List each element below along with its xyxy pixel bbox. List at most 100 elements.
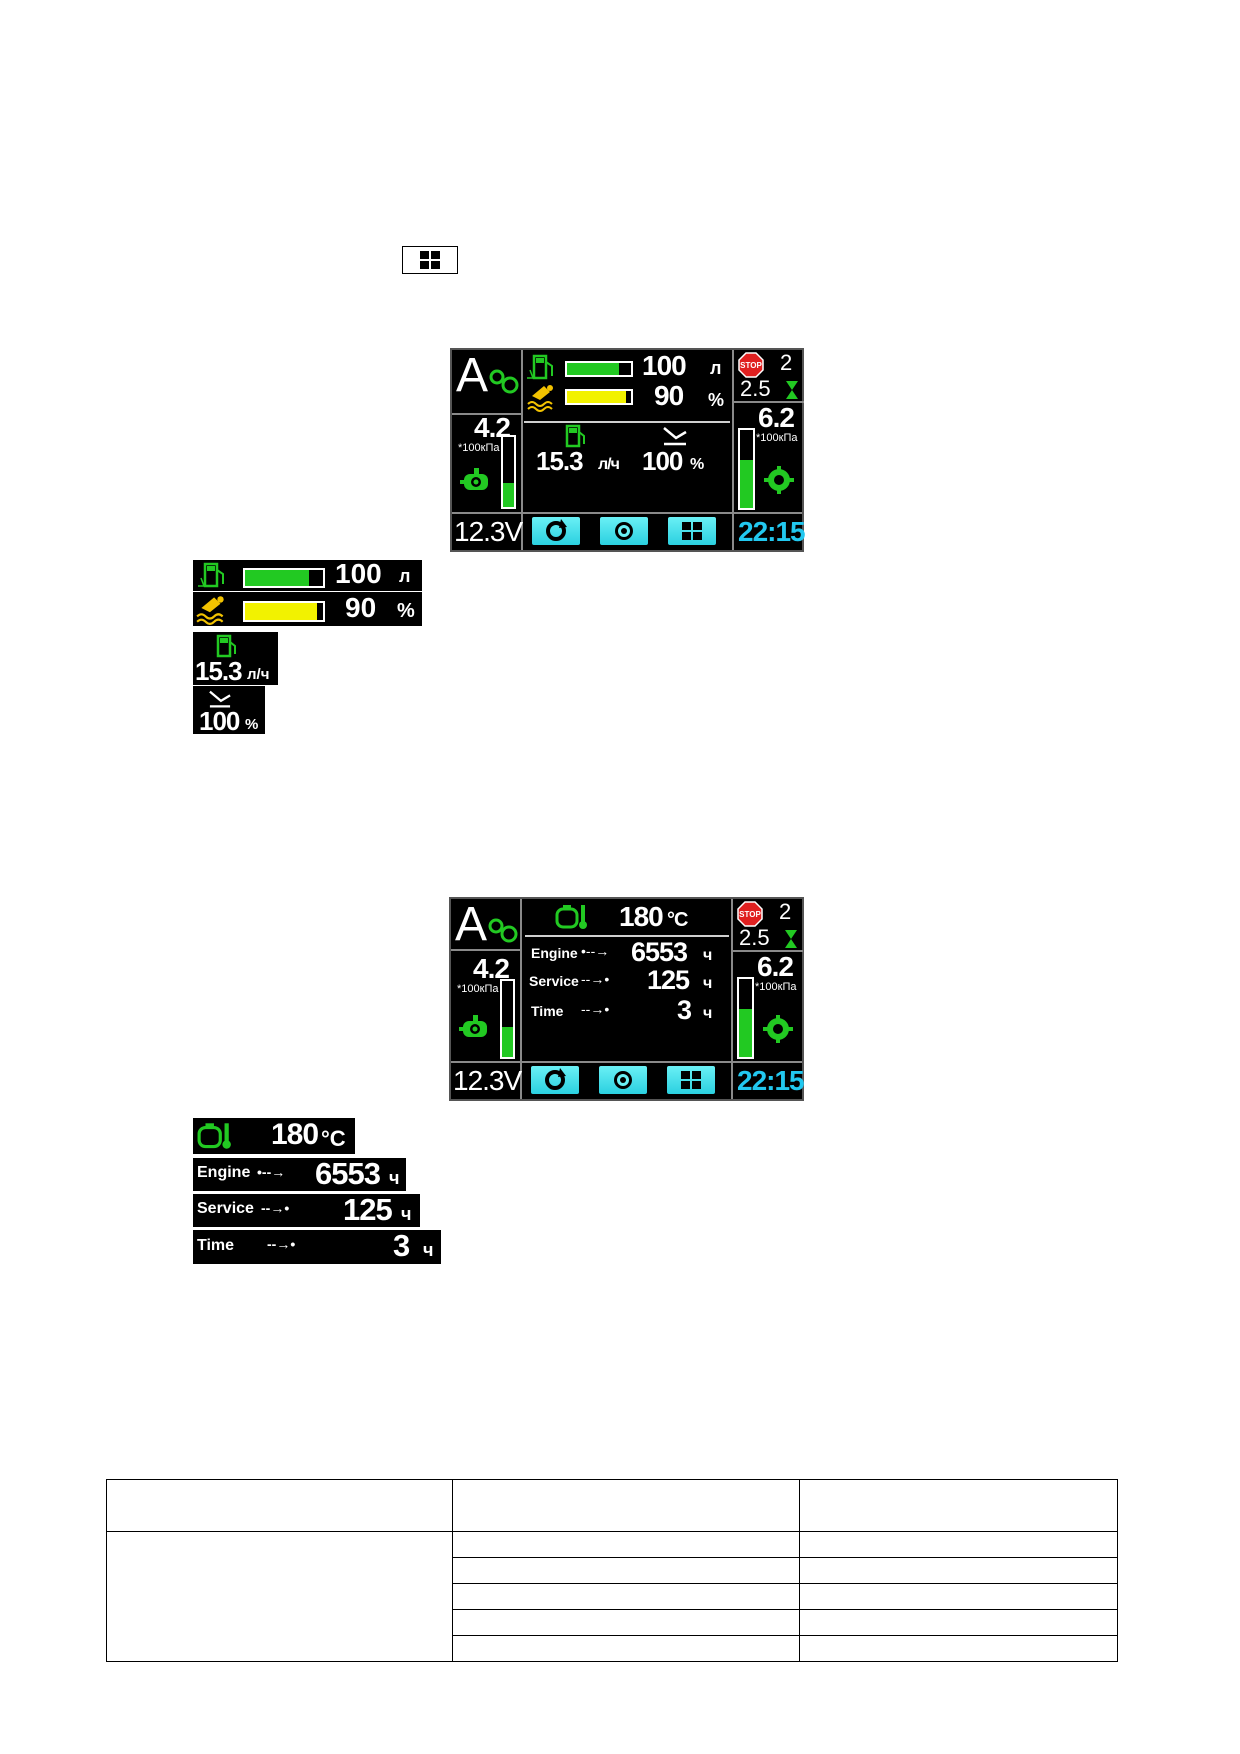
gear-indicator: A <box>456 349 488 402</box>
stop-icon: STOP <box>737 901 763 927</box>
time-hours-value: 3 <box>677 995 692 1025</box>
table-header-cell <box>798 1479 1119 1532</box>
fluid-level-bar <box>243 601 325 622</box>
fuel-level-value: 100 <box>335 558 382 589</box>
dashboard-screen-2: A 4.2 *100кПа 12.3V 180 °C Engine •--→ 6… <box>449 897 805 1101</box>
gear-indicator: A <box>455 898 487 951</box>
fuel-level-value: 100 <box>642 350 687 381</box>
table-cell <box>452 1609 800 1636</box>
arrow-icon: --→• <box>267 1236 296 1252</box>
engine-temp-value: 180 <box>271 1118 319 1151</box>
right-pressure-value: 6.2 <box>758 402 795 433</box>
timer-value: 2.5 <box>740 376 771 401</box>
fuel-consumption-value: 15.3 <box>195 656 243 686</box>
svg-text:STOP: STOP <box>740 361 762 370</box>
refresh-icon <box>545 1068 566 1090</box>
service-hours-value: 125 <box>647 965 690 995</box>
pedal-strip: 100 % <box>193 686 265 736</box>
grid-menu-button[interactable] <box>667 1066 715 1094</box>
stop-count: 2 <box>780 350 793 375</box>
table-cell <box>452 1531 800 1558</box>
gear-chain-icon <box>489 369 519 394</box>
refresh-button[interactable] <box>532 517 580 545</box>
grid-icon <box>682 522 702 540</box>
time-hours-value: 3 <box>393 1228 411 1263</box>
oil-pressure-icon <box>459 1015 487 1037</box>
service-hours-label: Service <box>197 1200 254 1217</box>
time-hours-unit: ч <box>703 1005 712 1022</box>
fluid-level-unit: % <box>397 600 415 622</box>
pedal-value: 100 <box>642 446 683 476</box>
service-hours-unit: ч <box>703 975 712 992</box>
engine-hours-label: Engine <box>197 1164 251 1181</box>
engine-hours-label: Engine <box>531 945 578 961</box>
fuel-level-bar <box>243 568 325 588</box>
service-hours-unit: ч <box>401 1204 412 1224</box>
fuel-consumption-strip: 15.3 л/ч <box>193 632 278 686</box>
engine-temp-strip: 180 °C <box>193 1118 355 1154</box>
table-cell <box>798 1635 1119 1662</box>
fuel-level-unit: л <box>710 358 721 378</box>
hourglass-icon <box>786 381 798 399</box>
voltage-readout: 12.3V <box>454 516 523 547</box>
engine-hours-unit: ч <box>703 947 712 964</box>
stop-count: 2 <box>779 899 792 924</box>
grid-button[interactable] <box>402 246 458 274</box>
right-pressure-unit: *100кПа <box>755 981 797 993</box>
table-cell <box>798 1609 1119 1636</box>
engine-speed-icon <box>763 1015 793 1043</box>
fuel-level-strip: 100 л <box>193 558 422 591</box>
table-cell <box>452 1557 800 1584</box>
coolant-icon <box>527 385 553 412</box>
engine-temp-unit: °C <box>667 909 688 931</box>
fuel-consumption-unit: л/ч <box>598 456 620 473</box>
gear-icon <box>615 522 633 540</box>
engine-temp-unit: °C <box>321 1126 346 1151</box>
right-pressure-bar <box>737 977 754 1059</box>
engine-hours-unit: ч <box>389 1168 400 1188</box>
oil-pressure-icon <box>460 468 488 490</box>
service-hours-strip: Service --→• 125 ч <box>193 1192 420 1227</box>
fluid-level-value: 90 <box>345 592 377 623</box>
refresh-icon <box>546 519 567 541</box>
fluid-level-unit: % <box>708 390 724 410</box>
refresh-button[interactable] <box>531 1066 579 1094</box>
left-pressure-unit: *100кПа <box>458 442 500 454</box>
service-hours-value: 125 <box>343 1192 393 1227</box>
right-pressure-bar <box>738 428 755 510</box>
fuel-consumption-icon <box>216 634 236 658</box>
engine-speed-icon <box>764 466 794 494</box>
fuel-consumption-icon <box>565 424 585 448</box>
hourglass-icon <box>785 930 797 948</box>
engine-hours-value: 6553 <box>315 1156 381 1191</box>
fuel-consumption-unit: л/ч <box>247 666 270 683</box>
left-pressure-unit: *100кПа <box>457 983 499 995</box>
engine-temp-icon <box>197 1123 231 1149</box>
grid-icon <box>420 251 440 269</box>
dashboard-screen-1: A 4.2 *100кПа 12.3V 100 л 90 % <box>450 348 806 552</box>
right-pressure-unit: *100кПа <box>756 432 798 444</box>
coolant-icon <box>196 596 224 625</box>
svg-text:STOP: STOP <box>739 910 761 919</box>
table-cell <box>798 1531 1119 1558</box>
service-hours-label: Service <box>529 973 579 989</box>
arrow-icon: •--→ <box>257 1164 286 1180</box>
pedal-value: 100 <box>199 706 240 736</box>
engine-hours-strip: Engine •--→ 6553 ч <box>193 1156 406 1191</box>
arrow-icon: --→• <box>581 971 610 987</box>
arrow-icon: •--→ <box>581 943 610 959</box>
grid-menu-button[interactable] <box>668 517 716 545</box>
time-hours-label: Time <box>531 1003 564 1019</box>
settings-button[interactable] <box>600 517 648 545</box>
left-pressure-bar <box>500 979 515 1059</box>
time-hours-strip: Time --→• 3 ч <box>193 1228 441 1264</box>
fluid-level-bar <box>565 389 633 405</box>
fuel-level-bar <box>565 361 633 377</box>
fuel-consumption-value: 15.3 <box>536 446 584 476</box>
gear-chain-icon <box>488 918 518 943</box>
table-cell <box>798 1583 1119 1610</box>
settings-button[interactable] <box>599 1066 647 1094</box>
pedal-unit: % <box>245 716 259 733</box>
engine-temp-icon <box>555 905 587 929</box>
fluid-level-value: 90 <box>654 380 684 411</box>
